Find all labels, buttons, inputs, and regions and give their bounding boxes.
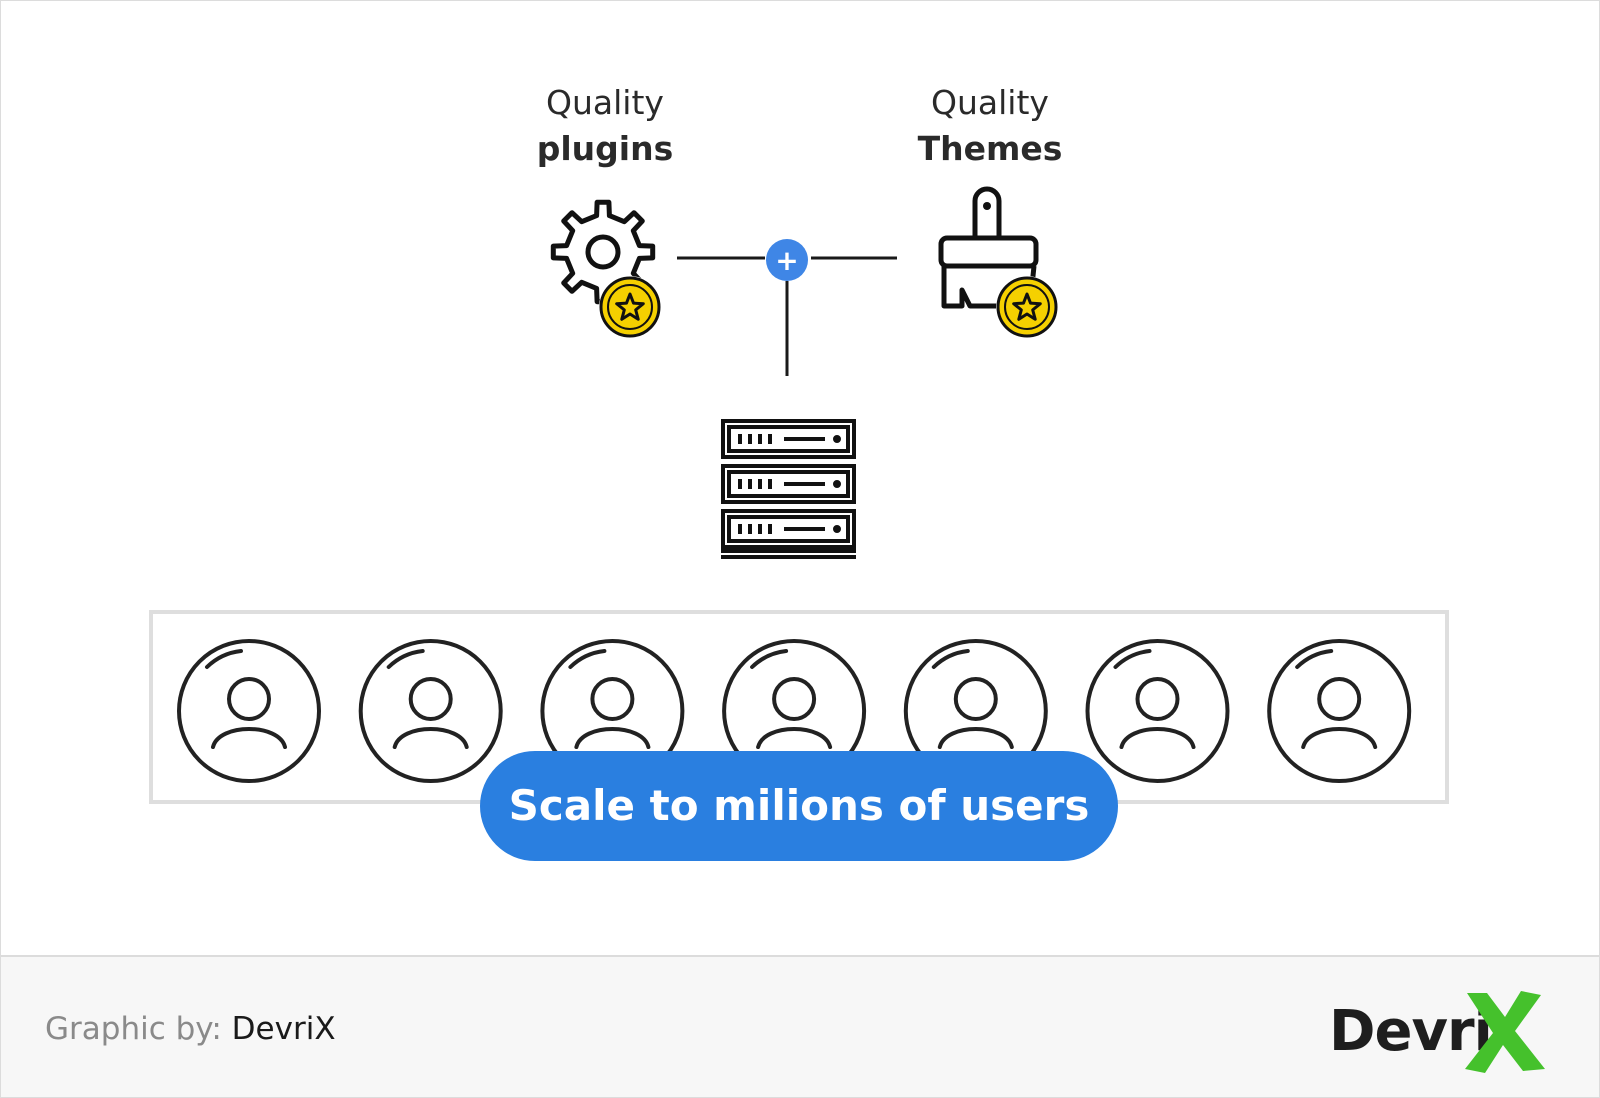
logo-text: Devri [1329,999,1493,1064]
server-unit [721,509,856,549]
devrix-logo: Devri [1329,987,1559,1077]
plugins-label-line1: Quality [546,83,664,122]
credit-prefix: Graphic by: [45,1011,222,1047]
x-logo-icon [1465,991,1545,1073]
themes-label-line2: Themes [917,129,1063,168]
themes-label-line1: Quality [931,83,1049,122]
plugins-label-line2: plugins [536,129,674,168]
graphic-credit: Graphic by: DevriX [45,1011,336,1047]
themes-star-icon [1012,292,1042,321]
plus-connector-icon: + [766,239,808,281]
user-avatar-icon [1267,639,1412,783]
credit-brand: DevriX [231,1011,336,1047]
user-avatar-icon [177,639,321,783]
svg-text:+: + [775,244,798,277]
server-unit [721,464,856,504]
connector-lines [677,256,897,376]
themes-label: Quality Themes [880,80,1100,172]
scale-users-button: Scale to milions of users [480,751,1118,861]
themes-star-badge-icon [996,276,1058,338]
server-rack-icon [721,419,856,559]
plugins-label: Quality plugins [500,80,710,172]
plugins-star-icon [615,292,645,321]
server-unit [721,419,856,459]
plugins-star-badge-icon [599,276,661,338]
user-avatar-icon [1085,639,1230,783]
user-avatar-icon [358,639,503,783]
footer: Graphic by: DevriX Devri [1,955,1599,1097]
